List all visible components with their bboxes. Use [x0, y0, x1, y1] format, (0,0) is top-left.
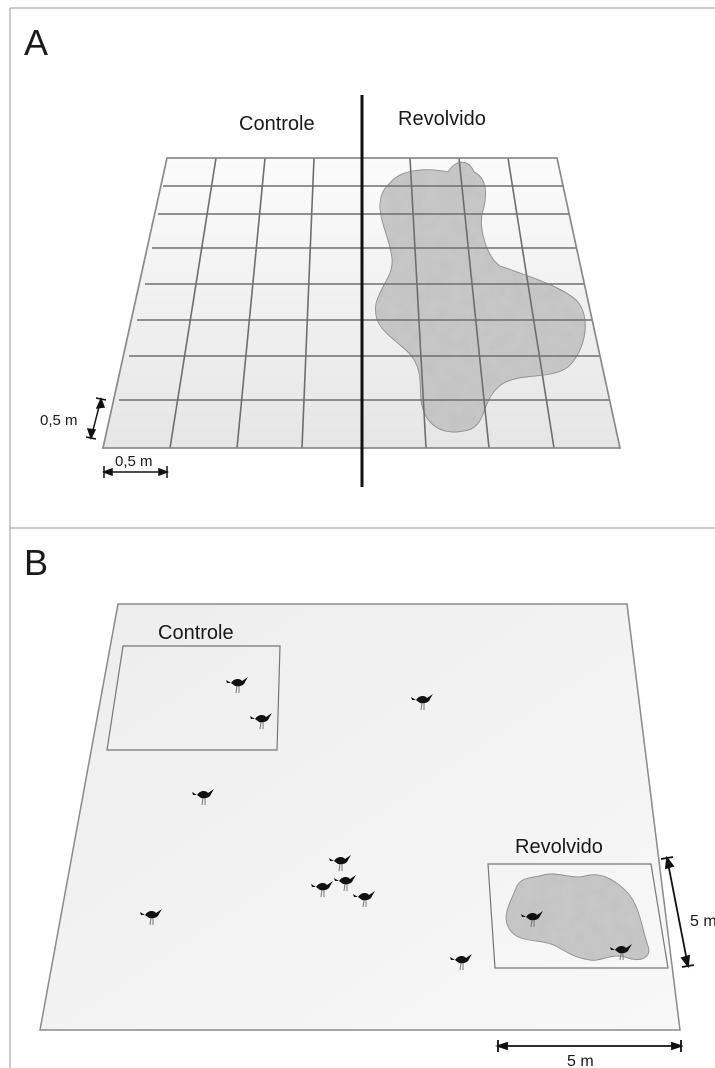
panel-a-letter: A: [24, 22, 48, 63]
cell-size-horizontal: 0,5 m: [115, 453, 153, 470]
control-label-b: Controle: [158, 622, 234, 644]
dimension-arrow-vertical-a: [85, 397, 107, 440]
dimension-arrow-horizontal-a: [101, 466, 170, 478]
cell-size-vertical: 0,5 m: [40, 412, 78, 429]
disturbed-label-a: Revolvido: [398, 108, 486, 130]
control-label-a: Controle: [239, 113, 315, 135]
disturbed-plot-b: [487, 863, 669, 969]
grid-vertical-lines: [169, 157, 555, 449]
panel-b-letter: B: [24, 542, 48, 583]
dimension-arrow-horizontal-b: [495, 1040, 684, 1052]
dimension-arrow-vertical-b: [660, 855, 695, 969]
plot-size-vertical: 5 m: [690, 913, 715, 930]
disturbed-label-b: Revolvido: [515, 836, 603, 858]
plot-size-horizontal: 5 m: [567, 1053, 594, 1068]
control-plot-b: [106, 645, 281, 751]
patch-texture: [375, 162, 586, 432]
study-area-plane: [39, 603, 681, 1031]
